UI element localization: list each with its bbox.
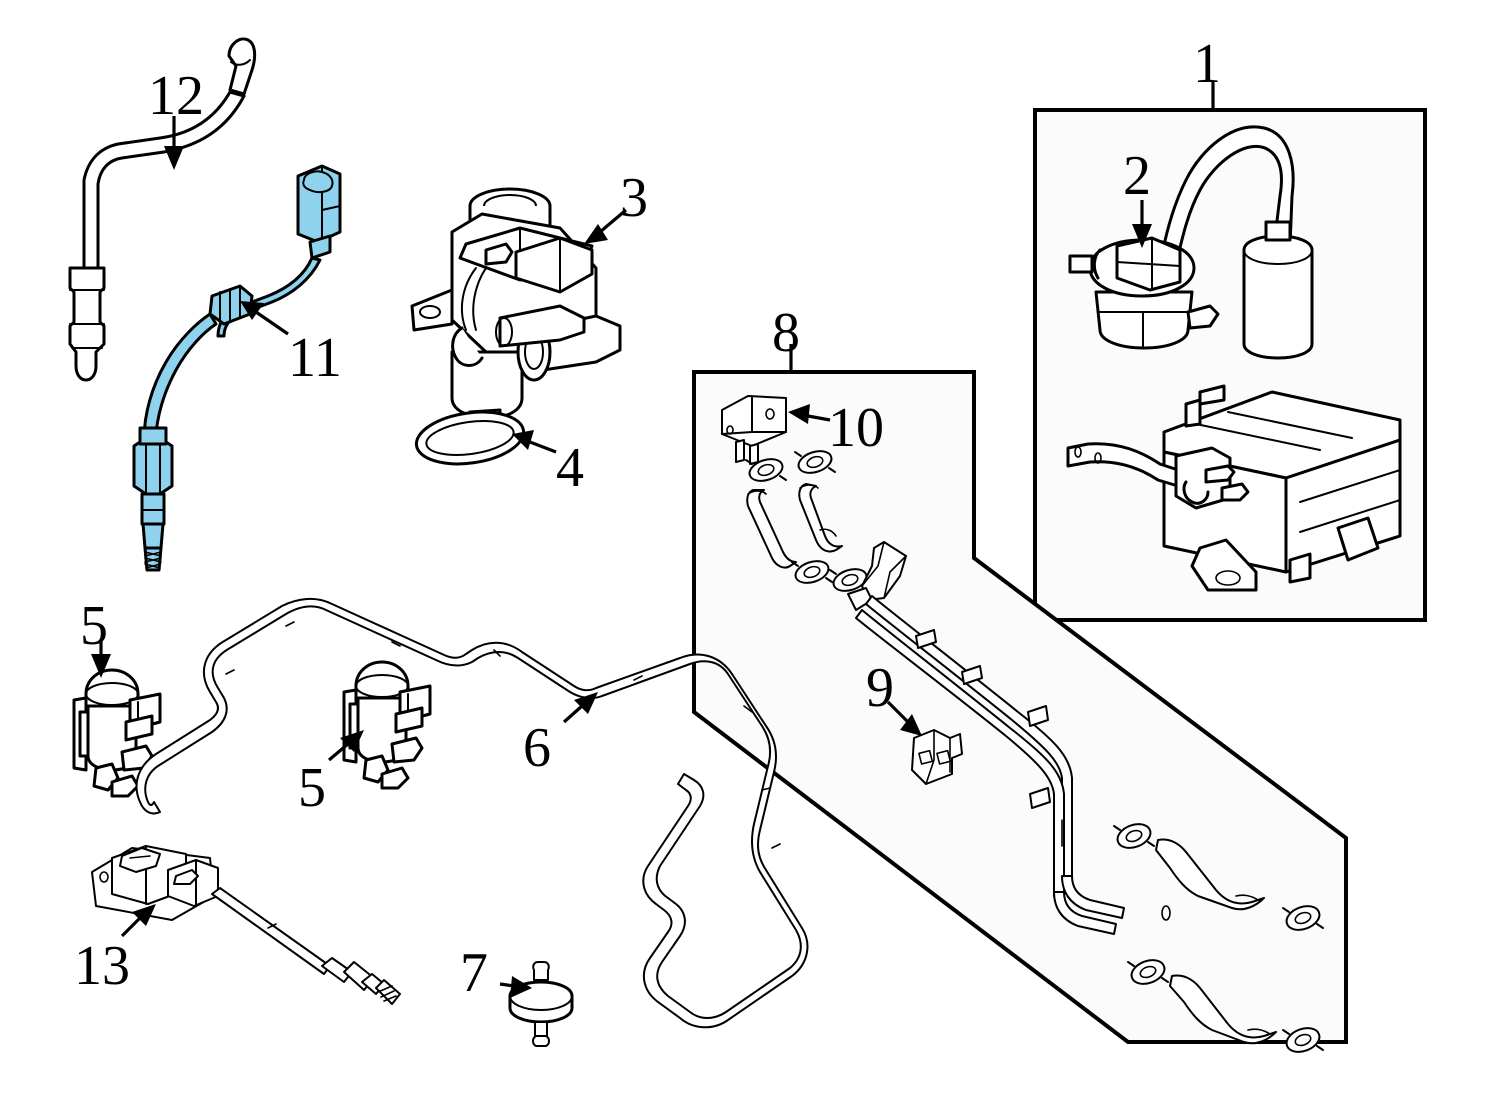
leak-detection-pump[interactable] bbox=[1068, 125, 1295, 350]
callout-number-1: 1 bbox=[1193, 33, 1221, 95]
purge-solenoid-valve[interactable] bbox=[342, 660, 432, 790]
callout-number-13: 13 bbox=[74, 935, 130, 997]
callout-arrow-4 bbox=[512, 430, 557, 454]
callout-number-10: 10 bbox=[828, 397, 884, 459]
hose-clamp[interactable] bbox=[794, 447, 836, 477]
hose-clamp[interactable] bbox=[1113, 820, 1155, 852]
callout-arrow-13 bbox=[120, 904, 156, 938]
purge-solenoid-valve[interactable] bbox=[72, 668, 162, 798]
callout-number-12: 12 bbox=[148, 65, 204, 127]
hose-clamp[interactable] bbox=[745, 455, 787, 485]
callout-number-4: 4 bbox=[556, 437, 584, 499]
fuel-tank-pressure-sensor[interactable] bbox=[721, 395, 787, 465]
oxygen-sensor-upstream[interactable] bbox=[68, 37, 257, 382]
oxygen-sensor-highlighted[interactable] bbox=[132, 164, 342, 572]
vapor-hose[interactable] bbox=[798, 483, 843, 553]
callout-number-3: 3 bbox=[620, 167, 648, 229]
callout-number-6: 6 bbox=[523, 717, 551, 779]
callout-number-11: 11 bbox=[288, 327, 342, 389]
hose-clamp[interactable] bbox=[1282, 1024, 1324, 1056]
callout-arrow-2 bbox=[1132, 200, 1152, 248]
vapor-hose[interactable] bbox=[1169, 974, 1277, 1045]
callout-number-7: 7 bbox=[460, 942, 488, 1004]
callout-arrow-5a bbox=[91, 640, 111, 678]
oxygen-sensor-with-bracket[interactable] bbox=[91, 845, 401, 1005]
callout-arrow-12 bbox=[164, 116, 184, 170]
callout-arrow-11 bbox=[240, 301, 289, 336]
callout-number-2: 2 bbox=[1123, 145, 1151, 207]
line-retainer-clip[interactable] bbox=[911, 729, 963, 785]
callout-arrow-10 bbox=[788, 404, 831, 424]
egr-valve-gasket[interactable] bbox=[413, 406, 527, 471]
hose-clamp[interactable] bbox=[1127, 956, 1169, 988]
callout-arrow-6 bbox=[562, 692, 598, 724]
egr-valve[interactable] bbox=[410, 187, 622, 428]
grommet-hole bbox=[1161, 905, 1171, 921]
hose-clamp[interactable] bbox=[791, 557, 833, 587]
callout-number-5-left: 5 bbox=[80, 595, 108, 657]
vapor-canister[interactable] bbox=[1066, 384, 1402, 592]
vapor-hose[interactable] bbox=[1155, 838, 1265, 911]
callout-number-9: 9 bbox=[866, 657, 894, 719]
vacuum-line-tube[interactable] bbox=[135, 598, 809, 1029]
vapor-hose[interactable] bbox=[746, 489, 797, 569]
fuel-vapor-line-assembly[interactable] bbox=[847, 541, 1125, 935]
check-valve[interactable] bbox=[508, 961, 574, 1047]
callout-number-5-mid: 5 bbox=[298, 757, 326, 819]
vapor-filter-cylinder[interactable] bbox=[1242, 220, 1314, 360]
hose-clamp[interactable] bbox=[1282, 902, 1324, 934]
callout-arrow-3 bbox=[584, 208, 628, 244]
callout-arrow-5b bbox=[327, 730, 364, 762]
callout-arrow-9 bbox=[886, 700, 922, 736]
callout-number-8: 8 bbox=[772, 302, 800, 364]
callout-arrow-7 bbox=[499, 976, 532, 998]
